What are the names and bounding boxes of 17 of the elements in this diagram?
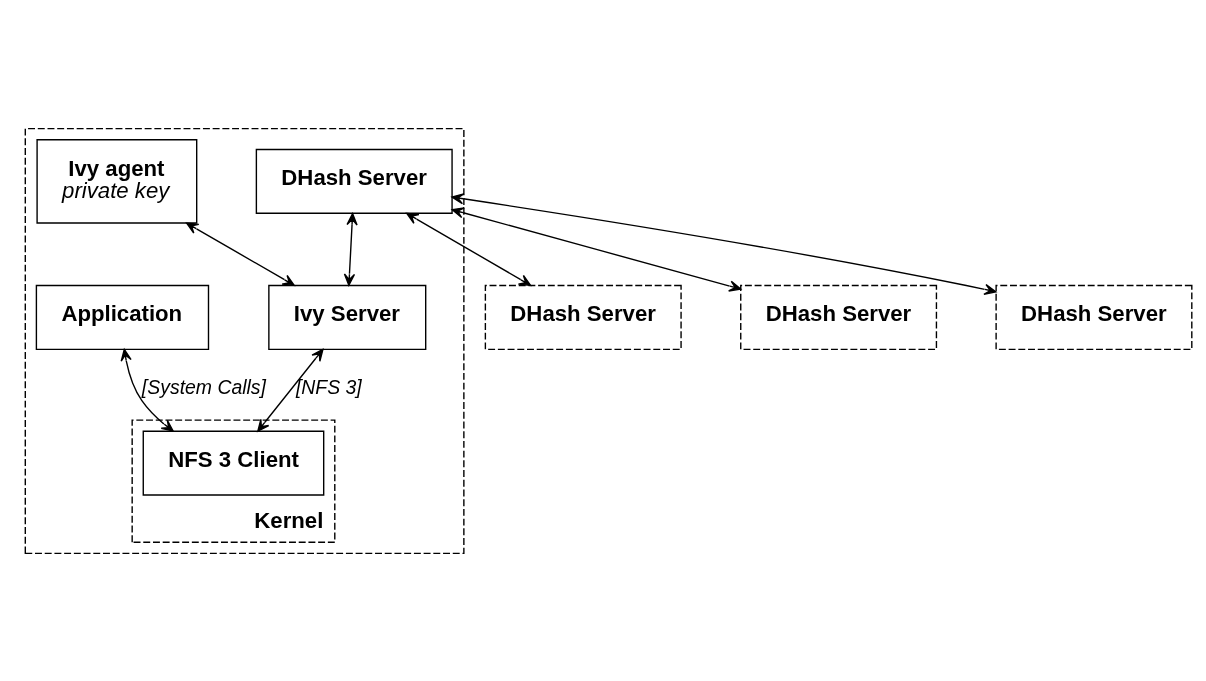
- node-box: Ivy Server: [268, 284, 427, 350]
- arrow: [120, 348, 174, 432]
- arrow: [343, 212, 358, 286]
- edge-label: [NFS 3]: [295, 375, 362, 398]
- arrow: [257, 348, 324, 432]
- arrow: [451, 206, 742, 292]
- node-box: Application: [35, 284, 210, 350]
- edge-label: [System Calls]: [141, 375, 266, 398]
- node-box: DHash Server: [740, 284, 938, 350]
- arrow: [406, 212, 532, 286]
- node-box: DHash Server: [995, 284, 1193, 350]
- arrow: [185, 221, 295, 286]
- node-box: Ivy agent private key: [36, 138, 198, 224]
- node-box: DHash Server: [255, 148, 453, 214]
- arrow: [451, 192, 997, 295]
- node-box: NFS 3 Client: [142, 430, 325, 496]
- node-box: DHash Server: [484, 284, 682, 350]
